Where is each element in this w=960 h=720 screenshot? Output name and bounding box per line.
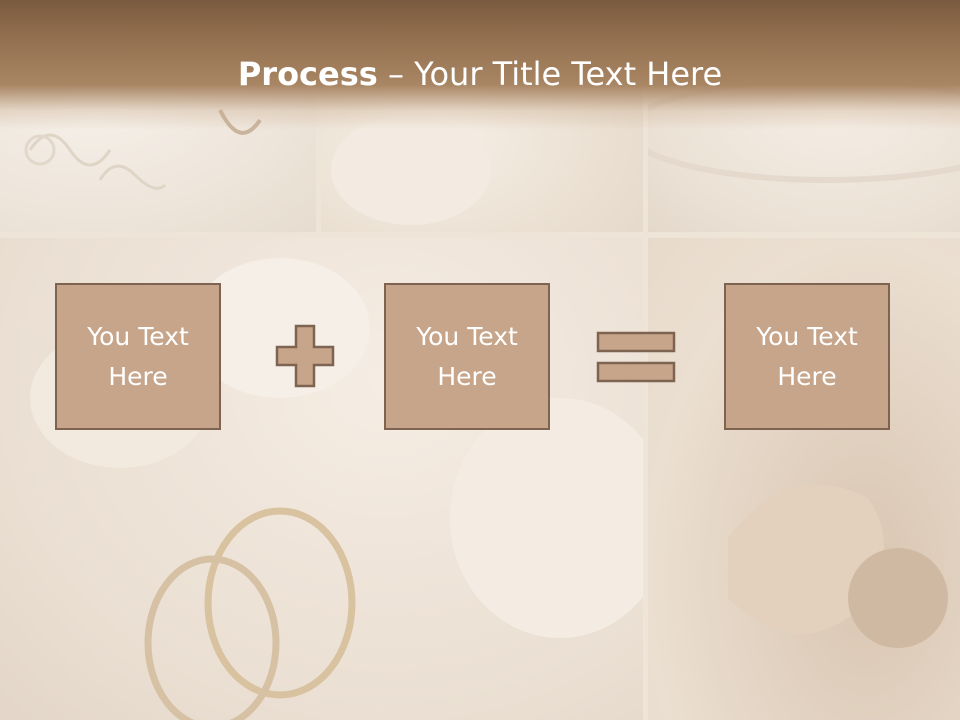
title-banner [0,0,960,130]
process-box-1[interactable]: You Text Here [55,283,221,430]
petal-decoration [331,115,491,225]
process-box-3[interactable]: You Text Here [724,283,890,430]
process-box-2-label: You Text Here [416,321,518,391]
slide-title[interactable]: Process – Your Title Text Here [0,52,960,96]
process-box-2[interactable]: You Text Here [384,283,550,430]
process-box-1-label: You Text Here [87,321,189,391]
equals-icon [596,331,676,383]
title-bold-text: Process [237,55,378,93]
process-box-3-label: You Text Here [756,321,858,391]
title-rest-text: – Your Title Text Here [377,55,723,93]
plus-icon [275,324,335,388]
scroll-decoration [728,484,948,648]
